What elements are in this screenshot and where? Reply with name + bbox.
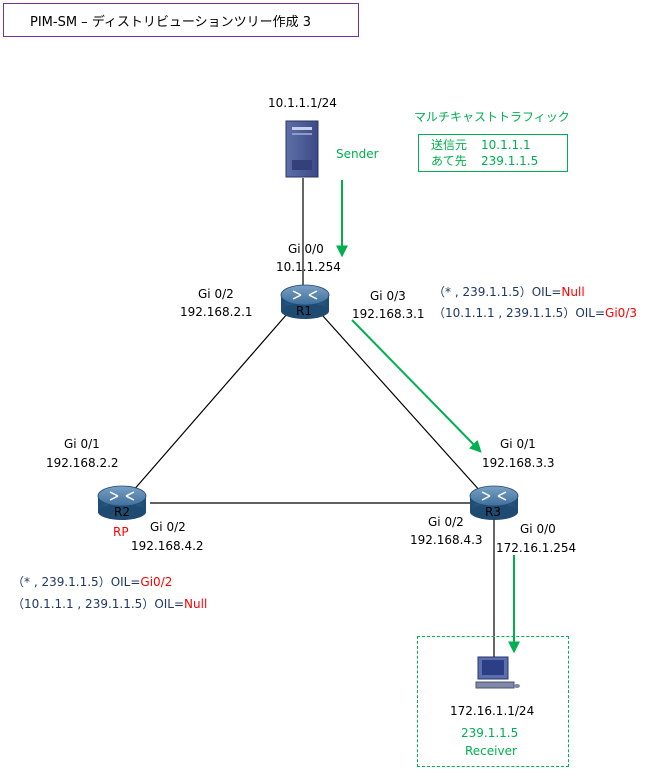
r1-gi02-ip: 192.168.2.1: [180, 305, 253, 319]
link-r1-r2: [131, 305, 295, 493]
r1-gi02: Gi 0/2: [198, 287, 234, 301]
mcast-src-key: 送信元: [431, 138, 468, 152]
r1-oil-2: （10.1.1.1 , 239.1.1.5）OIL=Gi0/3: [433, 306, 637, 320]
mcast-dst-key: あて先: [431, 154, 467, 168]
pc-icon: [475, 656, 520, 689]
r1-gi03-ip: 192.168.3.1: [352, 307, 425, 321]
r3-gi00: Gi 0/0: [520, 522, 556, 536]
r2-rp-label: RP: [113, 525, 129, 539]
r3-gi01-ip: 192.168.3.3: [482, 456, 555, 470]
r3-gi01: Gi 0/1: [500, 437, 536, 451]
receiver-ip: 172.16.1.1/24: [450, 704, 535, 718]
arrow-r1-to-r3: [351, 319, 482, 453]
server-icon: [285, 120, 319, 178]
r2-oil-2: （10.1.1.1 , 239.1.1.5）OIL=Null: [12, 597, 208, 611]
sender-ip: 10.1.1.1/24: [268, 96, 337, 110]
r3-gi02-ip: 192.168.4.3: [410, 533, 483, 547]
r2-gi01: Gi 0/1: [64, 437, 100, 451]
r2-name: R2: [114, 505, 130, 519]
r3-name: R3: [485, 505, 501, 519]
receiver-label: Receiver: [465, 744, 517, 758]
receiver-group: 239.1.1.5: [461, 726, 519, 740]
r2-oil-1: （* , 239.1.1.5）OIL=Gi0/2: [12, 575, 173, 589]
diagram-title: PIM-SM – ディストリビューションツリー作成 3: [30, 14, 312, 30]
r1-gi00: Gi 0/0: [288, 242, 324, 256]
r3-gi02: Gi 0/2: [428, 515, 464, 529]
r2-gi02: Gi 0/2: [150, 520, 186, 534]
r3-gi00-ip: 172.16.1.254: [496, 541, 577, 555]
router-r3-icon: [469, 485, 519, 520]
receiver-area: [417, 636, 569, 767]
router-r2-icon: [97, 485, 147, 520]
sender-label: Sender: [336, 147, 379, 161]
router-r1-icon: [280, 284, 330, 319]
mcast-src-val: 10.1.1.1: [481, 138, 531, 152]
link-r1-r3: [313, 305, 482, 493]
mcast-dst-val: 239.1.1.5: [481, 154, 539, 168]
title-box: PIM-SM – ディストリビューションツリー作成 3: [3, 3, 359, 37]
r1-gi03: Gi 0/3: [370, 289, 406, 303]
r1-gi00-ip: 10.1.1.254: [276, 260, 341, 274]
mcast-heading: マルチキャストトラフィック: [414, 110, 570, 124]
r2-gi02-ip: 192.168.4.2: [131, 539, 204, 553]
r2-gi01-ip: 192.168.2.2: [46, 456, 119, 470]
r1-oil-1: （* , 239.1.1.5）OIL=Null: [433, 285, 585, 299]
r1-name: R1: [296, 304, 312, 318]
mcast-box: 送信元 10.1.1.1 あて先 239.1.1.5: [418, 134, 568, 172]
